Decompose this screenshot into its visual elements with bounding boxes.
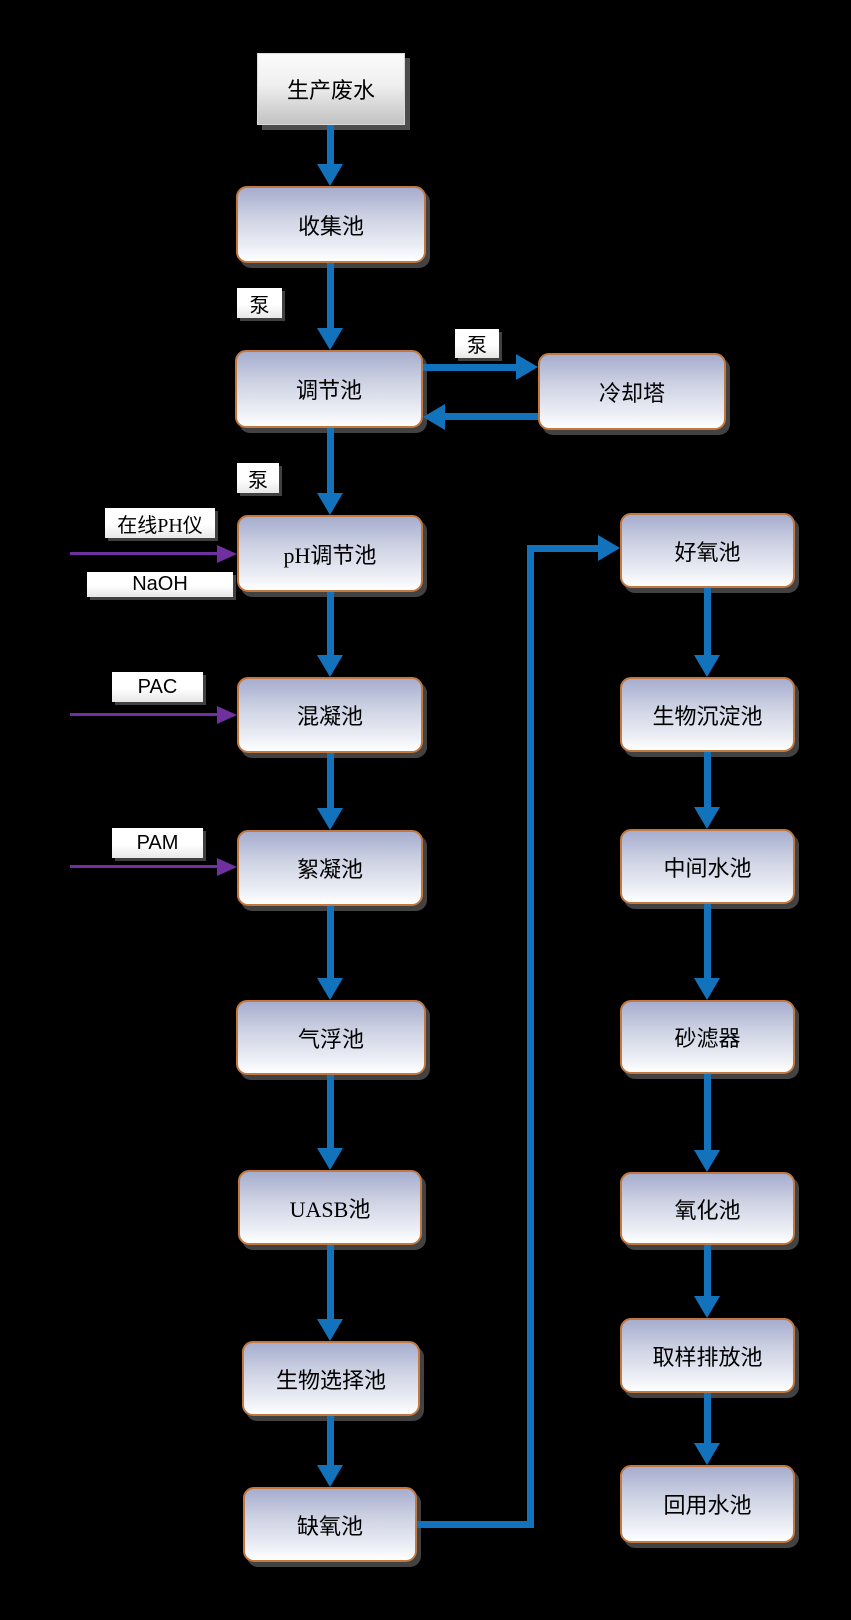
- node-sampling-discharge-tank: 取样排放池: [620, 1318, 795, 1393]
- arrow-regulation-to-cooling-head: [516, 354, 538, 380]
- pac-label: PAC: [137, 675, 178, 698]
- node-flocculation-tank: 絮凝池: [237, 830, 423, 906]
- arrow-sampling-to-reuse-shaft: [704, 1393, 711, 1443]
- node-cooling-tower: 冷却塔: [538, 353, 726, 430]
- arrow-ph-to-coagulation-shaft: [327, 592, 334, 655]
- arrow-uasb-to-bioselection-shaft: [327, 1245, 334, 1319]
- node-label: 好氧池: [674, 539, 741, 565]
- node-label: 生产废水: [286, 78, 375, 103]
- arrow-pac-dosing-head: [217, 706, 237, 724]
- arrow-cooling-to-regulation-shaft: [445, 413, 538, 420]
- arrow-production-to-collection-head: [317, 164, 343, 186]
- pump-label: 泵: [467, 335, 487, 357]
- label-pump-regulation-to-ph: 泵: [237, 463, 279, 493]
- node-ph-adjustment-tank: pH调节池: [237, 515, 423, 592]
- arrow-sandfilter-to-oxidation-head: [694, 1150, 720, 1172]
- node-label: pH调节池: [283, 542, 377, 568]
- node-air-flotation-tank: 气浮池: [236, 1000, 426, 1075]
- arrow-intermediate-to-sandfilter-head: [694, 978, 720, 1000]
- arrow-flocculation-to-airflotation-shaft: [327, 906, 334, 978]
- node-label: 调节池: [295, 378, 362, 403]
- node-aerobic-tank: 好氧池: [620, 513, 795, 588]
- node-bio-selection-tank: 生物选择池: [242, 1341, 420, 1416]
- arrow-ph-to-coagulation-head: [317, 655, 343, 677]
- arrow-airflotation-to-uasb-shaft: [327, 1075, 334, 1148]
- node-label: 回用水池: [663, 1493, 752, 1518]
- arrow-cooling-to-regulation-head: [423, 404, 445, 430]
- naoh-label: NaOH: [132, 573, 188, 595]
- pam-label: PAM: [136, 831, 179, 854]
- node-intermediate-tank: 中间水池: [620, 829, 795, 904]
- pump-label: 泵: [248, 469, 268, 492]
- node-oxidation-tank: 氧化池: [620, 1172, 795, 1245]
- node-label: 缺氧池: [296, 1513, 363, 1539]
- node-label: 砂滤器: [674, 1026, 741, 1051]
- arrow-aerobic-to-biosedimentation-head: [694, 655, 720, 677]
- label-naoh: NaOH: [87, 572, 233, 597]
- arrow-pac-dosing-shaft: [70, 713, 217, 716]
- node-label: 收集池: [297, 213, 364, 239]
- node-anoxic-tank: 缺氧池: [243, 1487, 417, 1562]
- arrow-sampling-to-reuse-head: [694, 1443, 720, 1465]
- arrow-anoxic-to-aerobic-bottom-segment: [417, 1521, 534, 1528]
- arrow-regulation-to-cooling-shaft: [423, 364, 516, 371]
- label-pump-collection-to-regulation: 泵: [237, 288, 282, 318]
- arrow-airflotation-to-uasb-head: [317, 1148, 343, 1170]
- pump-label: 泵: [249, 294, 270, 317]
- arrow-flocculation-to-airflotation-head: [317, 978, 343, 1000]
- label-pam: PAM: [112, 828, 203, 858]
- node-reuse-tank: 回用水池: [620, 1465, 795, 1543]
- node-label: 氧化池: [674, 1197, 741, 1223]
- arrow-aerobic-to-biosedimentation-shaft: [704, 588, 711, 655]
- label-pac: PAC: [112, 672, 203, 702]
- arrow-production-to-collection-shaft: [327, 125, 334, 164]
- label-pump-regulation-to-cooling: 泵: [455, 329, 499, 358]
- arrow-naoh-dosing-shaft: [70, 552, 217, 555]
- arrow-naoh-dosing-head: [217, 545, 237, 563]
- arrow-biosedimentation-to-intermediate-shaft: [704, 752, 711, 807]
- node-regulation-tank: 调节池: [235, 350, 423, 428]
- arrow-intermediate-to-sandfilter-shaft: [704, 904, 711, 978]
- arrow-pam-dosing-head: [217, 858, 237, 876]
- node-label: 中间水池: [663, 855, 752, 881]
- arrow-anoxic-to-aerobic-head: [598, 535, 620, 561]
- arrow-anoxic-to-aerobic-vertical-segment: [527, 545, 534, 1528]
- arrow-coagulation-to-flocculation-shaft: [327, 753, 334, 808]
- node-bio-sedimentation-tank: 生物沉淀池: [620, 677, 795, 752]
- arrow-sandfilter-to-oxidation-shaft: [704, 1074, 711, 1150]
- node-label: 生物选择池: [275, 1367, 386, 1393]
- arrow-bioselection-to-anoxic-shaft: [327, 1416, 334, 1465]
- arrow-bioselection-to-anoxic-head: [317, 1465, 343, 1487]
- node-label: 混凝池: [296, 704, 363, 729]
- arrow-uasb-to-bioselection-head: [317, 1319, 343, 1341]
- arrow-oxidation-to-sampling-shaft: [704, 1245, 711, 1296]
- node-label: 冷却塔: [598, 380, 665, 406]
- arrow-oxidation-to-sampling-head: [694, 1296, 720, 1318]
- node-sand-filter: 砂滤器: [620, 1000, 795, 1074]
- node-uasb-tank: UASB池: [238, 1170, 422, 1245]
- node-label: 取样排放池: [652, 1344, 763, 1370]
- node-coagulation-tank: 混凝池: [237, 677, 423, 753]
- node-label: 气浮池: [297, 1026, 364, 1052]
- node-collection-tank: 收集池: [236, 186, 426, 263]
- node-label: UASB池: [289, 1196, 371, 1222]
- arrow-collection-to-regulation-shaft: [327, 263, 334, 328]
- node-label: 絮凝池: [296, 857, 363, 882]
- arrow-regulation-to-ph-head: [317, 493, 343, 515]
- online-ph-meter-label: 在线PH仪: [117, 514, 203, 537]
- label-online-ph-meter: 在线PH仪: [105, 508, 215, 538]
- arrow-collection-to-regulation-head: [317, 328, 343, 350]
- arrow-anoxic-to-aerobic-top-segment: [534, 545, 598, 552]
- arrow-biosedimentation-to-intermediate-head: [694, 807, 720, 829]
- arrow-coagulation-to-flocculation-head: [317, 808, 343, 830]
- node-production-wastewater: 生产废水: [257, 53, 405, 125]
- node-label: 生物沉淀池: [652, 703, 763, 729]
- arrow-regulation-to-ph-shaft: [327, 428, 334, 493]
- arrow-pam-dosing-shaft: [70, 865, 217, 868]
